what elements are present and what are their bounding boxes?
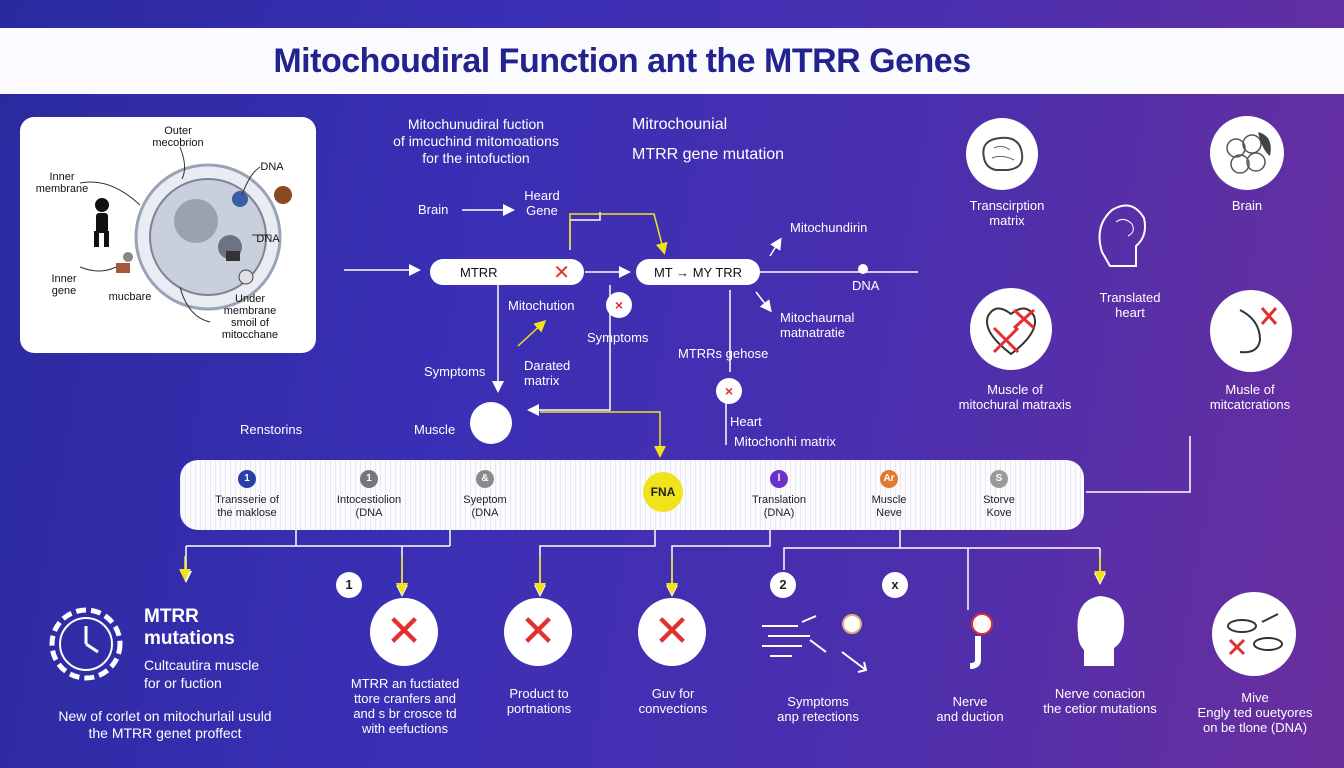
badge-x: x bbox=[882, 572, 908, 598]
fna-circle: FNA bbox=[643, 472, 683, 512]
cross-circle-icon: ✕ bbox=[638, 598, 706, 666]
label-brain-right: Brain bbox=[1231, 198, 1263, 213]
timeline-dot: 1 bbox=[238, 470, 256, 488]
label-dna-1: DNA bbox=[260, 161, 284, 173]
cross-circle-icon: ✕ bbox=[504, 598, 572, 666]
muscle-circle bbox=[470, 402, 512, 444]
nerve-conn-text: Nerve conacion the cetior mutations bbox=[1043, 686, 1157, 716]
mitochondria-illustration bbox=[79, 146, 292, 323]
clock-gear-icon bbox=[40, 598, 132, 690]
timeline-label: Syeptom (DNA bbox=[463, 494, 507, 519]
timeline-dot: & bbox=[476, 470, 494, 488]
symptoms-text: Symptoms anp retections bbox=[777, 694, 859, 724]
badge-2: 2 bbox=[770, 572, 796, 598]
head-brain-icon bbox=[1090, 196, 1150, 276]
heart-icon bbox=[970, 288, 1052, 370]
head-silhouette-icon bbox=[1068, 590, 1132, 674]
center-header-2b: MTRR gene mutation bbox=[632, 146, 785, 163]
center-header-1: Mitochunudiral fuction of imcuchind mito… bbox=[393, 116, 559, 166]
muscle-icon bbox=[1210, 290, 1292, 372]
timeline-item: S Storve Kove bbox=[944, 470, 1054, 520]
signal-icon bbox=[762, 612, 882, 682]
product-text: Product to portnations bbox=[506, 686, 572, 716]
label-inner-membrane: Inner membrane bbox=[35, 171, 89, 195]
label-mucbare: mucbare bbox=[108, 291, 152, 303]
nerve-text: Nerve and duction bbox=[936, 694, 1004, 724]
title-bar: Mitochoudiral Function ant the MTRR Gene… bbox=[0, 28, 1344, 94]
timeline-bar: 1 Transserie of the maklose 1 Intocestio… bbox=[180, 460, 1084, 530]
timeline-label: Translation (DNA) bbox=[751, 494, 806, 519]
timeline-label: Storve Kove bbox=[983, 494, 1015, 519]
timeline-dot: l bbox=[770, 470, 788, 488]
label-inner-gene: Inner gene bbox=[51, 273, 77, 297]
cells-icon bbox=[1210, 116, 1284, 190]
center-header-2a: Mitrochounial bbox=[632, 116, 728, 133]
label-dna-2: DNA bbox=[256, 233, 280, 245]
label-darated-matrix: Darated matrix bbox=[524, 358, 571, 388]
x-small-icon-2: × bbox=[716, 378, 742, 404]
mive-text: Mive Engly ted ouetyores on be tlone (DN… bbox=[1197, 690, 1313, 735]
label-muscle-mite: Musle of mitcatcrations bbox=[1209, 382, 1291, 412]
label-heart: Heart bbox=[730, 414, 762, 429]
label-symptoms-right: Symptoms bbox=[587, 330, 649, 345]
brain-icon bbox=[966, 118, 1038, 190]
label-mitochundirin: Mitochundirin bbox=[790, 220, 868, 235]
label-brain: Brain bbox=[418, 202, 449, 217]
label-muscle: Muscle bbox=[414, 422, 456, 437]
label-heard-gene: Heard Gene bbox=[524, 188, 560, 218]
timeline-item: Ar Muscle Neve bbox=[834, 470, 944, 520]
timeline-item-fna: FNA bbox=[608, 472, 718, 512]
nerve-icon bbox=[962, 610, 1002, 670]
timeline-item: & Syeptom (DNA bbox=[430, 470, 540, 520]
timeline-label: Intocestiolion (DNA bbox=[336, 494, 402, 519]
guv-text: Guv for convections bbox=[638, 686, 708, 716]
timeline-item: 1 Intocestiolion (DNA bbox=[314, 470, 424, 520]
mt-pill-label: MT → MY TRR bbox=[653, 264, 743, 280]
label-mitochonhi-matrix: Mitochonhi matrix bbox=[734, 434, 836, 449]
label-dna: DNA bbox=[852, 278, 880, 293]
timeline-dot: Ar bbox=[880, 470, 898, 488]
x-small-icon: × bbox=[606, 292, 632, 318]
label-mitochaurnal: Mitochaurnal matnatratie bbox=[780, 310, 855, 340]
mt-pill: MT → MY TRR bbox=[636, 259, 760, 285]
timeline-label: Muscle Neve bbox=[871, 494, 907, 519]
mitochondria-panel: Outer mecobrion Inner membrane DNA DNA I… bbox=[20, 117, 316, 353]
label-outer: Outer mecobrion bbox=[152, 125, 204, 149]
label-renstorins: Renstorins bbox=[240, 422, 303, 437]
timeline-dot: S bbox=[990, 470, 1008, 488]
cross-circle-icon: ✕ bbox=[370, 598, 438, 666]
timeline-item: 1 Transserie of the maklose bbox=[192, 470, 302, 520]
label-translated-heart: Translated heart bbox=[1099, 290, 1161, 320]
label-muscle-mito: Muscle of mitochural matraxis bbox=[958, 382, 1072, 412]
clock-title: MTRR mutations bbox=[144, 606, 235, 649]
badge-1: 1 bbox=[336, 572, 362, 598]
label-mtrrs-gehose: MTRRs gehose bbox=[678, 346, 769, 361]
label-mitochution: Mitochution bbox=[508, 298, 575, 313]
mtrr-pill: MTRR ✕ bbox=[430, 259, 584, 285]
label-symptoms-left: Symptoms bbox=[424, 364, 486, 379]
timeline-item: l Translation (DNA) bbox=[724, 470, 834, 520]
clock-sub: Cultcautira muscle for or fuction bbox=[144, 657, 260, 691]
molecule-icon bbox=[1212, 592, 1296, 676]
mtrr-pill-label: MTRR bbox=[460, 264, 498, 280]
mtrr-text: MTRR an fuctiated ttore cranfers and and… bbox=[350, 676, 460, 736]
timeline-dot: 1 bbox=[360, 470, 378, 488]
page-title: Mitochoudiral Function ant the MTRR Gene… bbox=[273, 41, 971, 80]
label-under: Under membrane smoil of mitocchane bbox=[221, 293, 279, 341]
timeline-label: Transserie of the maklose bbox=[215, 494, 279, 519]
label-transcription: Transcirption matrix bbox=[969, 198, 1045, 228]
new-text: New of corlet on mitochurlail usuld the … bbox=[58, 708, 272, 741]
dna-dot-icon bbox=[858, 264, 868, 274]
cross-icon: ✕ bbox=[553, 261, 570, 284]
